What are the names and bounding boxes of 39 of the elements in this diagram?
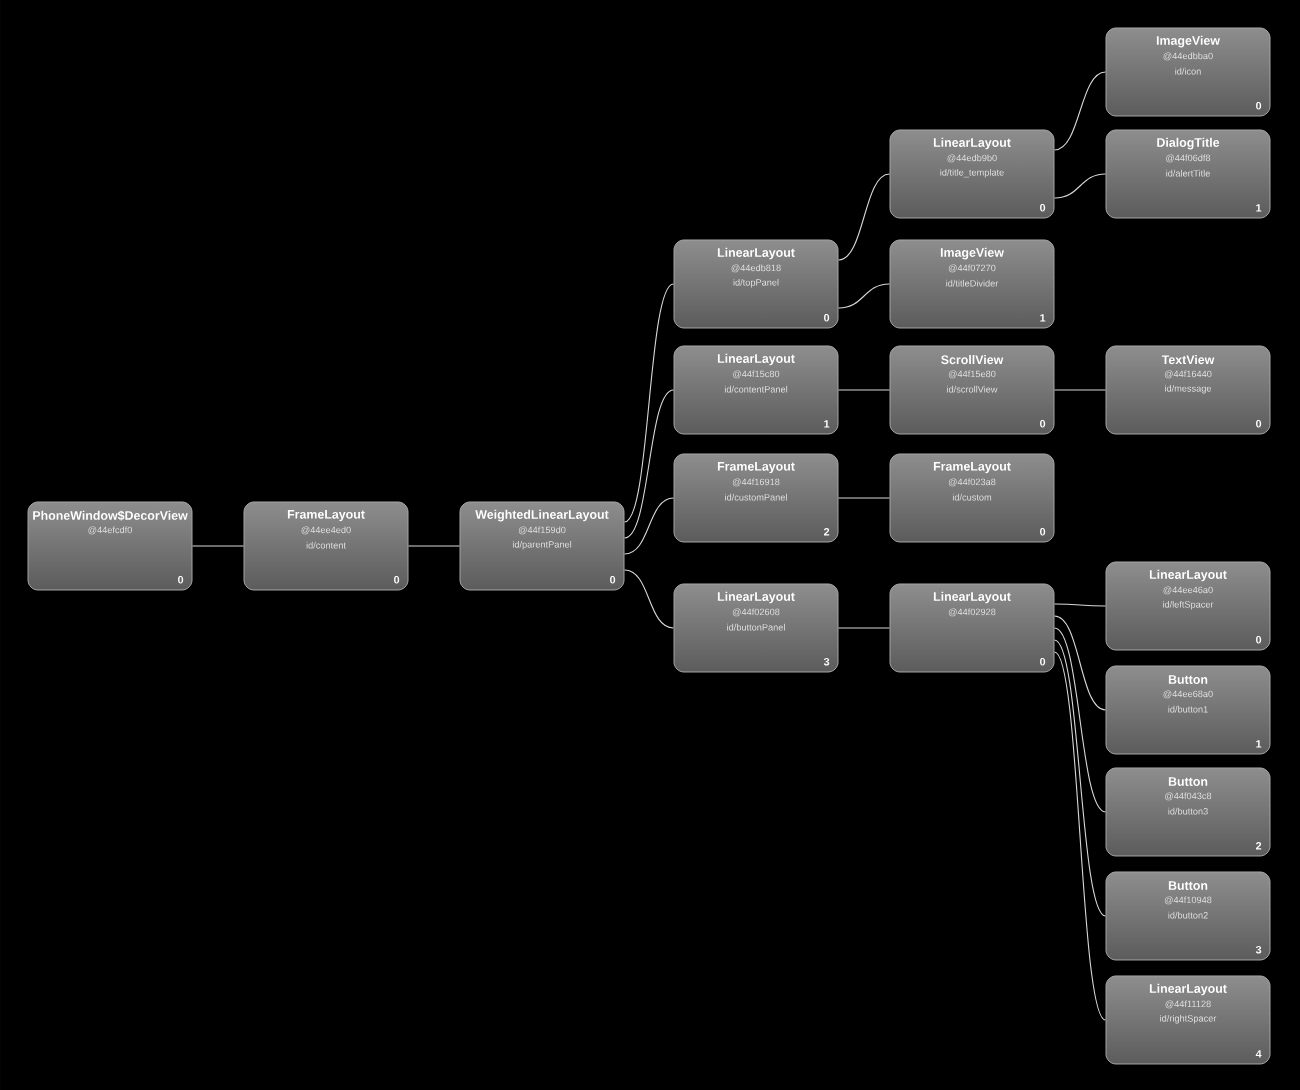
view-box (1105, 129, 1271, 219)
view-box (1105, 665, 1271, 755)
view-box (889, 239, 1055, 329)
connector-line (837, 497, 891, 499)
connector-line (1053, 627, 1107, 813)
connector-line (623, 497, 675, 555)
connector-line (191, 545, 245, 547)
connector-line (623, 283, 675, 523)
view-box (27, 501, 193, 591)
connector-line (1053, 173, 1107, 199)
connector-line (1053, 389, 1107, 391)
connector-line (837, 627, 891, 629)
view-box (889, 129, 1055, 219)
connector-line (837, 283, 891, 309)
connector-line (1053, 603, 1107, 607)
view-box (1105, 345, 1271, 435)
connector-line (623, 569, 675, 629)
connector-line (1053, 651, 1107, 1021)
connector-line (1053, 615, 1107, 711)
connector-line (407, 545, 461, 547)
connector-line (837, 173, 891, 261)
view-box (889, 583, 1055, 673)
view-box (1105, 767, 1271, 857)
view-box (889, 345, 1055, 435)
view-box (1105, 27, 1271, 117)
connector-line (1053, 639, 1107, 917)
view-box (889, 453, 1055, 543)
connector-line (837, 389, 891, 391)
view-box (673, 453, 839, 543)
view-box (243, 501, 409, 591)
view-box (459, 501, 625, 591)
view-box (673, 583, 839, 673)
view-box (1105, 975, 1271, 1065)
connector-line (1053, 71, 1107, 151)
connector-line (623, 389, 675, 539)
view-box (1105, 561, 1271, 651)
view-box (1105, 871, 1271, 961)
view-box (673, 345, 839, 435)
view-box (673, 239, 839, 329)
